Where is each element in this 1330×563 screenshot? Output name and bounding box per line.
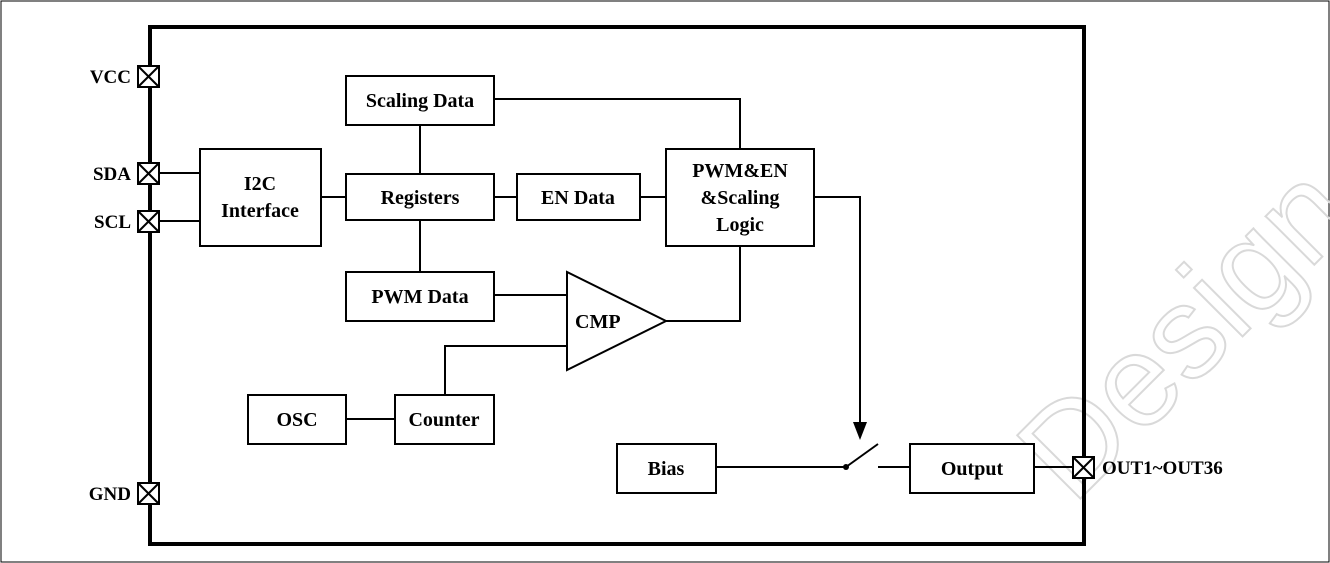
- block-osc-label: OSC: [276, 409, 317, 431]
- pin-vcc-label: VCC: [90, 67, 131, 88]
- block-counter: Counter: [394, 394, 495, 445]
- block-counter-label: Counter: [408, 409, 479, 431]
- comparator: CMP: [566, 270, 669, 372]
- block-registers-rect: [345, 173, 495, 221]
- wire-counter-cmp: [444, 345, 567, 395]
- block-osc: OSC: [247, 394, 347, 445]
- block-osc-rect: [247, 394, 347, 445]
- pin-sda: SDA: [93, 162, 160, 185]
- wire-cmp-logic: [666, 246, 741, 322]
- wires: [160, 98, 1073, 470]
- block-en-data-label: EN Data: [541, 187, 615, 209]
- block-bias-rect: [616, 443, 717, 494]
- pin-vcc-cross-b: [137, 65, 160, 88]
- block-i2c-rect: [199, 148, 322, 247]
- pin-vcc: VCC: [90, 65, 160, 88]
- block-i2c-interface: I2C Interface: [199, 148, 322, 247]
- arrow-head: [853, 422, 867, 440]
- comparator-label: CMP: [575, 311, 621, 333]
- pin-gnd-label: GND: [89, 484, 131, 505]
- pin-sda-cross-b: [137, 162, 160, 185]
- pin-out-cross-b: [1072, 456, 1095, 479]
- switch-blade: [845, 443, 879, 468]
- block-registers-label: Registers: [381, 187, 460, 209]
- block-logic-label-line1: PWM&EN: [692, 160, 788, 182]
- pin-out-label: OUT1~OUT36: [1102, 458, 1223, 479]
- block-pwm-data-label: PWM Data: [371, 286, 468, 308]
- block-counter-rect: [394, 394, 495, 445]
- block-output: Output: [909, 443, 1035, 494]
- pin-sda-label: SDA: [93, 164, 131, 185]
- block-bias: Bias: [616, 443, 717, 494]
- block-i2c-label-line1: I2C: [244, 173, 276, 195]
- pin-gnd: GND: [89, 482, 160, 505]
- block-pwm-en-scaling-logic: PWM&EN &Scaling Logic: [665, 148, 815, 247]
- pin-scl: SCL: [94, 210, 160, 233]
- block-scaling-data-rect: [345, 75, 495, 126]
- block-registers: Registers: [345, 173, 495, 221]
- block-bias-label: Bias: [648, 458, 685, 480]
- wire-scaling-logic: [494, 98, 741, 149]
- comparator-triangle: [566, 270, 669, 372]
- wire-logic-switch: [814, 196, 861, 425]
- block-logic-rect: [665, 148, 815, 247]
- pin-out: OUT1~OUT36: [1072, 456, 1223, 479]
- pin-scl-cross-b: [137, 210, 160, 233]
- block-pwm-data-rect: [345, 271, 495, 322]
- block-logic-label-line2: &Scaling: [701, 187, 780, 209]
- block-output-label: Output: [941, 458, 1004, 480]
- block-i2c-label-line2: Interface: [221, 200, 299, 222]
- block-scaling-data-label: Scaling Data: [366, 90, 474, 112]
- block-en-data: EN Data: [516, 173, 641, 221]
- pin-gnd-cross-b: [137, 482, 160, 505]
- block-logic-label-line3: Logic: [716, 214, 764, 236]
- chip-outline: [148, 25, 1086, 546]
- pin-scl-label: SCL: [94, 212, 131, 233]
- block-output-rect: [909, 443, 1035, 494]
- block-pwm-data: PWM Data: [345, 271, 495, 322]
- block-scaling-data: Scaling Data: [345, 75, 495, 126]
- block-en-data-rect: [516, 173, 641, 221]
